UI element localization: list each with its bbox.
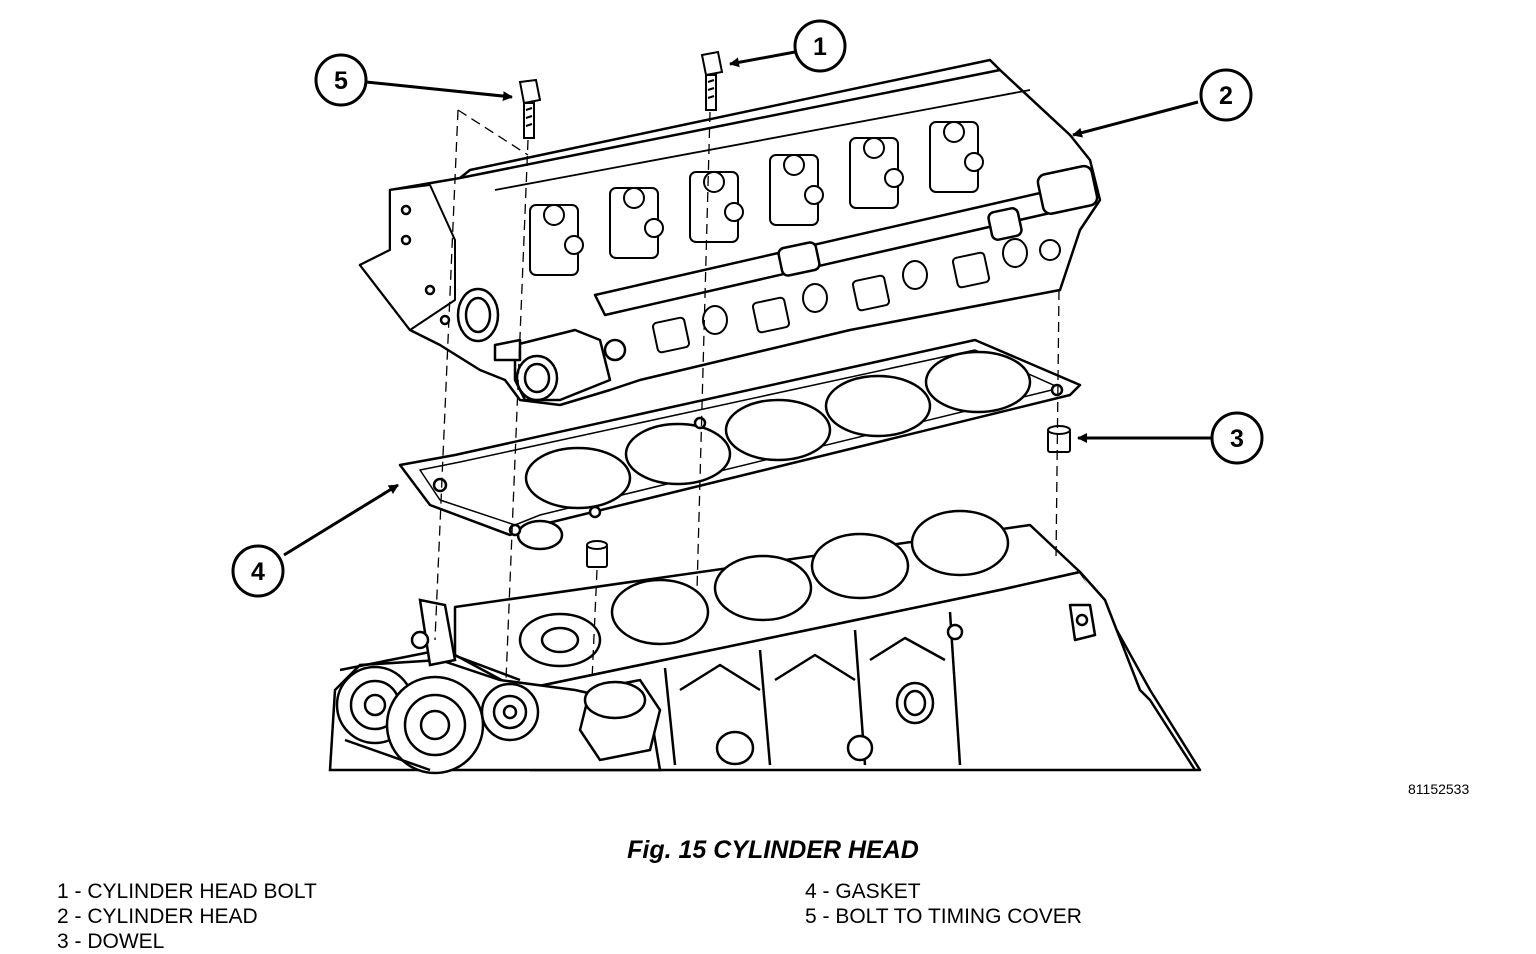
cylinder-head-exploded-diagram: 1 2 3 4 5 [231, 19, 1264, 775]
svg-text:4: 4 [251, 558, 265, 586]
pulleys-and-belt [328, 598, 662, 775]
legend-right-column: 4 - GASKET 5 - BOLT TO TIMING COVER [805, 879, 1082, 929]
legend-item: 5 - BOLT TO TIMING COVER [805, 905, 1082, 928]
callout-arrows [283, 50, 1213, 557]
cylinder-head [358, 58, 1102, 407]
callout-5: 5 [314, 53, 368, 107]
figure-caption: Fig. 15 CYLINDER HEAD [627, 836, 919, 864]
bolt-to-timing-cover [518, 78, 542, 139]
svg-text:1: 1 [813, 33, 827, 61]
alignment-lines [434, 109, 1060, 681]
callout-1: 1 [793, 19, 847, 73]
legend-item: 2 - CYLINDER HEAD [57, 905, 258, 928]
legend-left-column: 1 - CYLINDER HEAD BOLT 2 - CYLINDER HEAD… [57, 879, 317, 954]
callout-3: 3 [1210, 411, 1264, 465]
figure-id-number: 81152533 [1408, 781, 1470, 797]
callout-4: 4 [231, 544, 285, 598]
legend-item: 3 - DOWEL [57, 930, 165, 953]
cylinder-head-bolt [700, 50, 724, 111]
svg-text:2: 2 [1219, 82, 1233, 110]
svg-text:5: 5 [334, 67, 348, 95]
callout-2: 2 [1199, 68, 1253, 122]
engine-block [453, 509, 1202, 772]
legend-item: 1 - CYLINDER HEAD BOLT [57, 880, 317, 903]
legend-item: 4 - GASKET [805, 880, 921, 903]
dowel [586, 425, 1071, 568]
head-gasket [398, 338, 1082, 551]
svg-text:3: 3 [1230, 425, 1244, 453]
